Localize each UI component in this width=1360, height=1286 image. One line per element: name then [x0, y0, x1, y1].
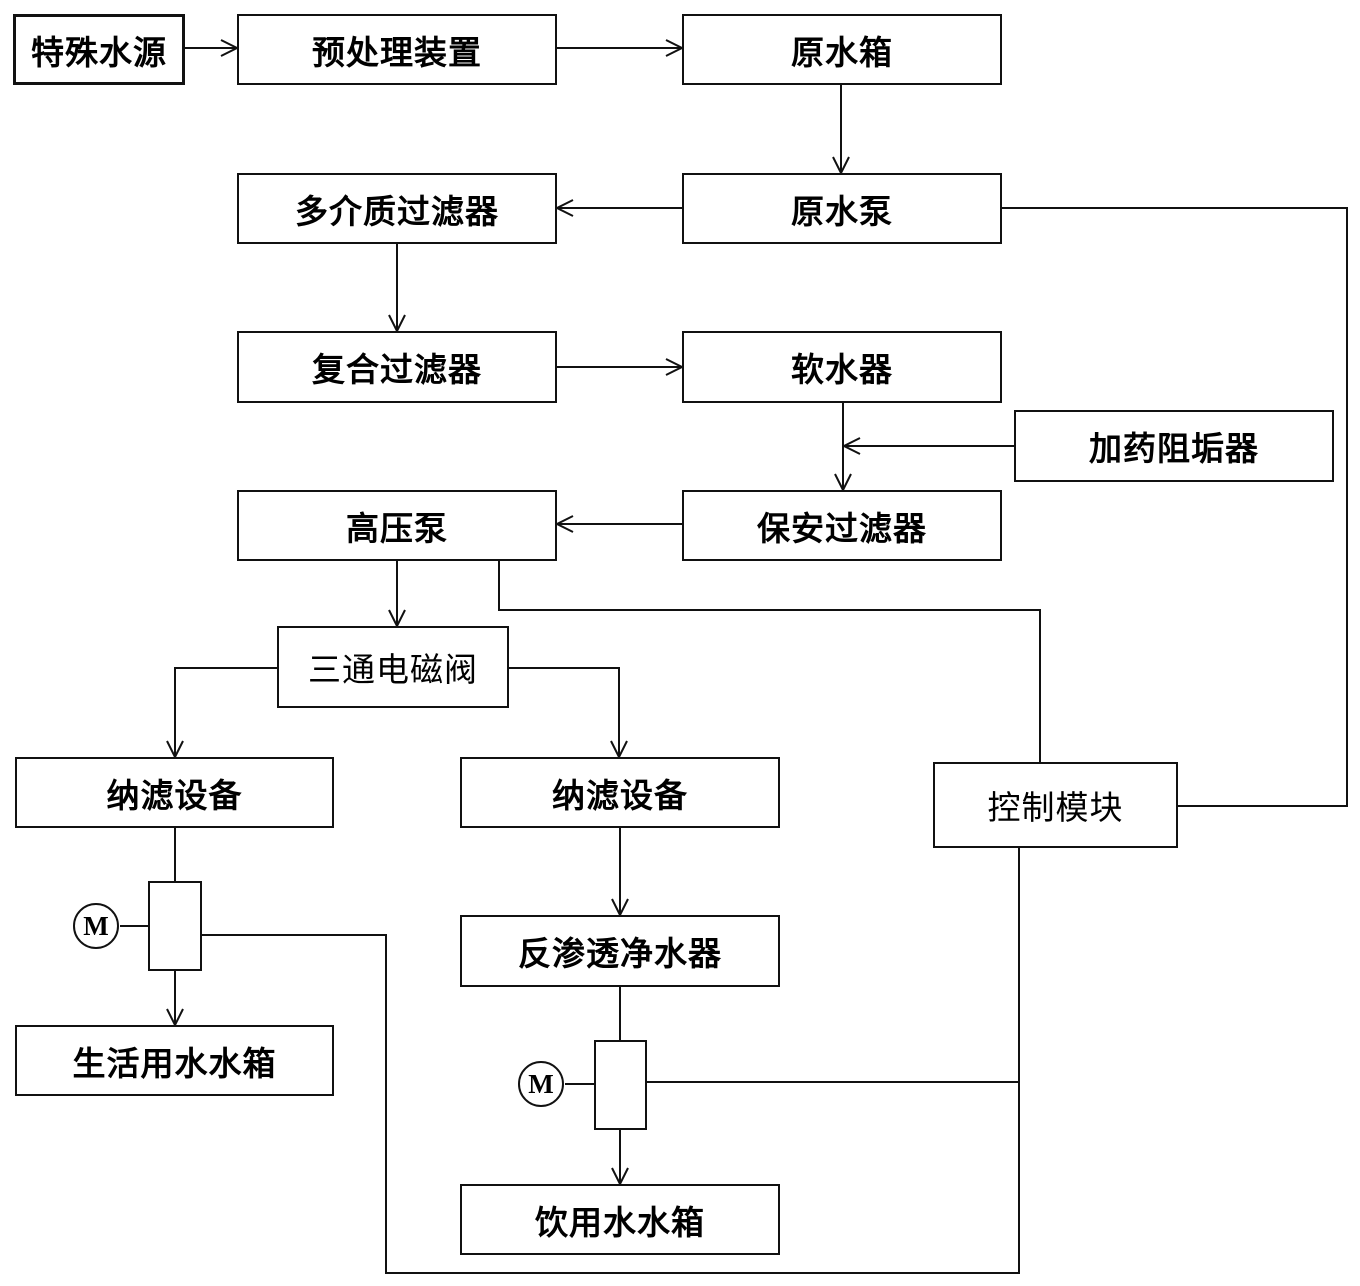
- raw-water-pump-box: 原水泵: [682, 173, 1002, 244]
- domestic-water-tank-box: 生活用水水箱: [15, 1025, 334, 1096]
- water-softener-box: 软水器: [682, 331, 1002, 403]
- control-module-box: 控制模块: [933, 762, 1178, 848]
- antiscalant-dosing-box: 加药阻垢器: [1014, 410, 1334, 482]
- multimedia-filter-box: 多介质过滤器: [237, 173, 557, 244]
- control-line-raw-pump: [1001, 207, 1348, 807]
- left-motor-icon: M: [73, 903, 119, 949]
- right-motor-icon: M: [518, 1061, 564, 1107]
- security-filter-box: 保安过滤器: [682, 490, 1002, 561]
- control-line-high-pressure-pump: [498, 561, 1041, 762]
- reverse-osmosis-purifier-box: 反渗透净水器: [460, 915, 780, 987]
- nanofiltration-left-box: 纳滤设备: [15, 757, 334, 828]
- arrow-valve-to-right-nanofiltration: [509, 667, 619, 757]
- raw-water-tank-box: 原水箱: [682, 14, 1002, 85]
- drinking-water-tank-box: 饮用水水箱: [460, 1184, 780, 1255]
- left-flow-meter: [148, 881, 202, 971]
- pretreatment-device-box: 预处理装置: [237, 14, 557, 85]
- nanofiltration-right-box: 纳滤设备: [460, 757, 780, 828]
- special-water-source-box: 特殊水源: [13, 14, 185, 85]
- three-way-solenoid-valve-box: 三通电磁阀: [277, 626, 509, 708]
- arrow-valve-to-left-nanofiltration: [175, 667, 277, 757]
- composite-filter-box: 复合过滤器: [237, 331, 557, 403]
- high-pressure-pump-box: 高压泵: [237, 490, 557, 561]
- right-flow-meter: [594, 1040, 647, 1130]
- control-line-left-meter: [201, 847, 1020, 1274]
